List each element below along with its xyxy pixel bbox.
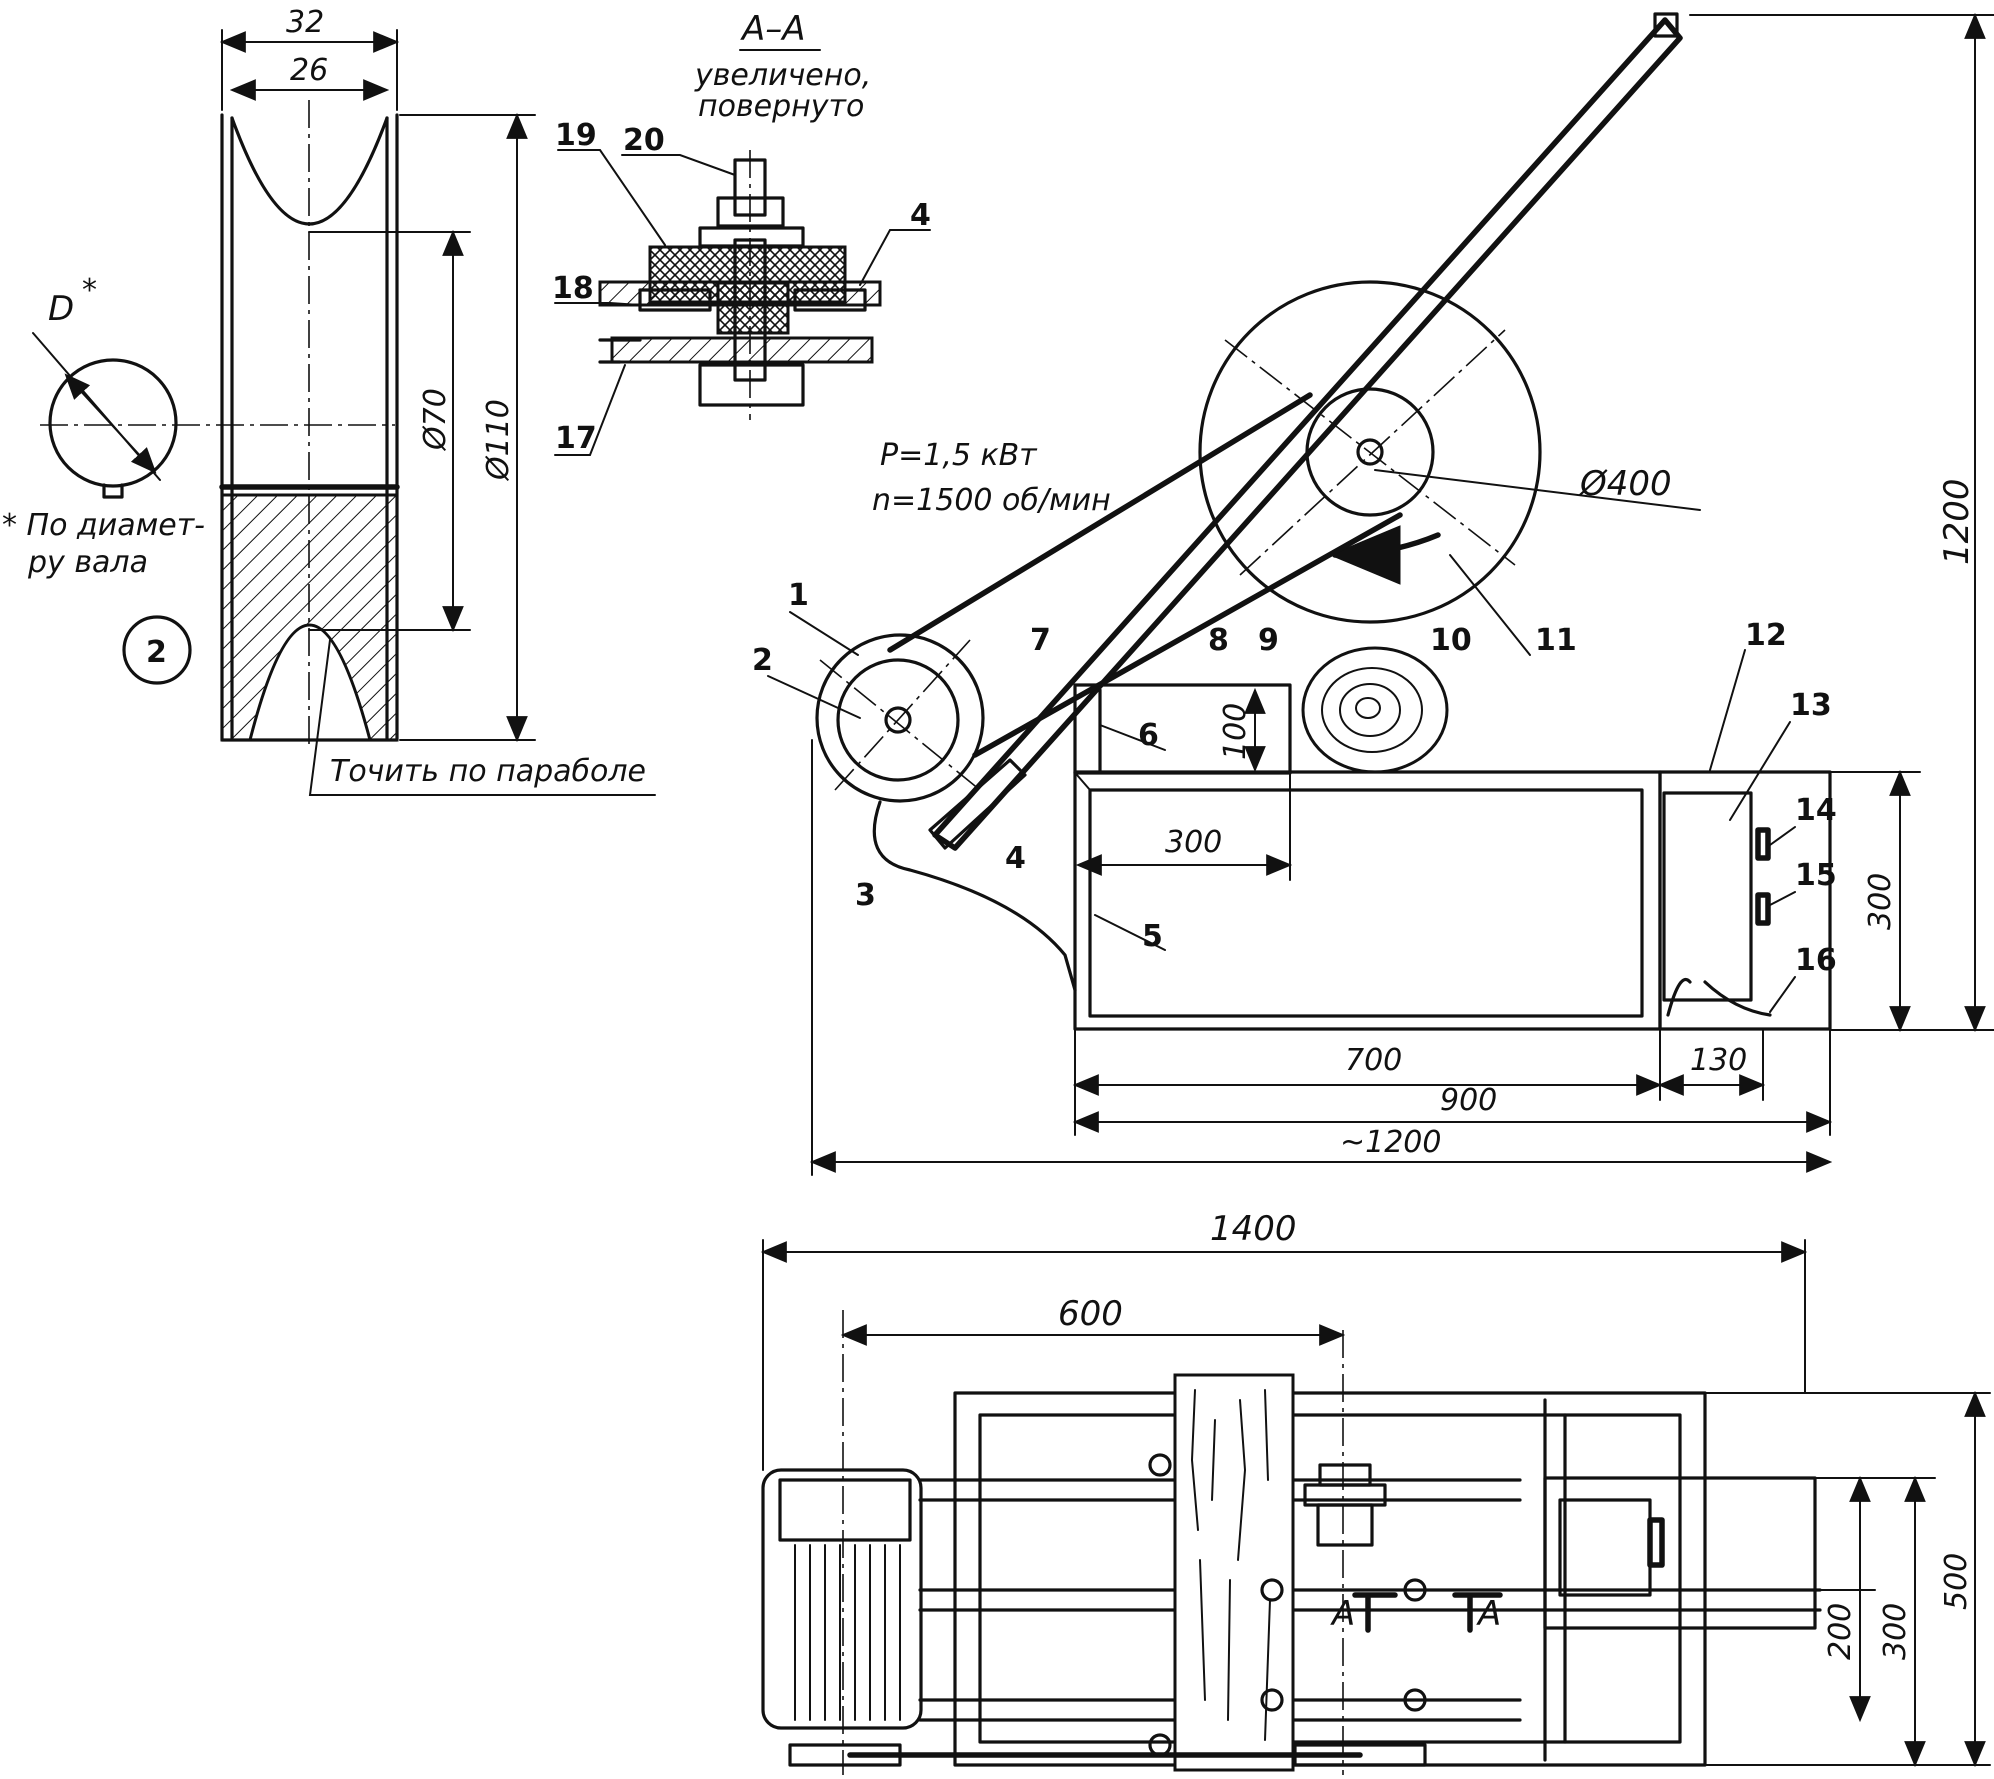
footnote-line2: ру вала <box>27 545 148 580</box>
label-8: 8 <box>1208 623 1229 658</box>
label-3: 3 <box>855 878 876 913</box>
top-view: А А 1400 600 500 300 200 <box>760 1209 1991 1775</box>
label-13: 13 <box>1790 688 1832 723</box>
log-support <box>1073 683 1292 775</box>
dim-groove-bottom: Ø70 <box>418 388 453 452</box>
dim-200: 200 <box>1823 1603 1858 1660</box>
section-aa-subtitle1: увеличено, <box>694 58 871 93</box>
view-number: 2 <box>146 635 167 670</box>
drive-belt <box>887 392 1403 758</box>
frame-main <box>1073 770 1662 1031</box>
dim-300-top: 300 <box>1165 825 1222 860</box>
note-machine-parabola: Точить по параболе <box>330 754 646 789</box>
dim-outer-width: 32 <box>286 5 324 40</box>
label-1: 1 <box>788 578 809 613</box>
log-end <box>1301 646 1449 774</box>
dim-wheel-diameter: Ø400 <box>1578 464 1672 504</box>
label-4-section: 4 <box>910 198 931 233</box>
dim-shaft-d: D <box>48 289 74 329</box>
top-log <box>1173 1373 1295 1772</box>
label-9: 9 <box>1258 623 1279 658</box>
label-10: 10 <box>1430 623 1472 658</box>
pulley-hatched-section <box>220 493 399 742</box>
label-6: 6 <box>1138 718 1159 753</box>
battery-box <box>1658 770 1832 1031</box>
view-number-badge <box>122 615 192 685</box>
motor-power: P=1,5 кВт <box>880 438 1038 473</box>
dim-900: 900 <box>1440 1083 1497 1118</box>
label-16: 16 <box>1795 943 1837 978</box>
label-14: 14 <box>1795 793 1837 828</box>
dim-shaft-asterisk: * <box>82 273 97 308</box>
section-aa-subtitle2: повернуто <box>698 89 864 124</box>
label-11: 11 <box>1535 623 1577 658</box>
pulley-detail: 32 26 Ø70 Ø110 Точить по параболе D * * … <box>2 5 656 796</box>
label-12: 12 <box>1745 618 1787 653</box>
dim-height-1200: 1200 <box>1937 478 1977 565</box>
section-aa: А–А увеличено, повернуто 19 20 4 18 17 <box>552 9 931 456</box>
label-2: 2 <box>752 643 773 678</box>
side-view: P=1,5 кВт n=1500 об/мин <box>752 12 1994 1176</box>
label-5: 5 <box>1142 919 1163 954</box>
dim-700: 700 <box>1345 1043 1402 1078</box>
dim-100: 100 <box>1218 703 1253 760</box>
dim-outer-diameter: Ø110 <box>481 399 516 482</box>
label-20: 20 <box>623 123 665 158</box>
top-frame <box>953 1391 1707 1767</box>
dim-groove-width: 26 <box>290 53 328 88</box>
motor-pulley-outer <box>815 633 985 803</box>
flywheel <box>1198 280 1542 624</box>
dim-600: 600 <box>1058 1294 1123 1334</box>
label-18: 18 <box>552 271 594 306</box>
dim-1200: ~1200 <box>1340 1125 1441 1160</box>
label-4: 4 <box>1005 841 1026 876</box>
dim-130: 130 <box>1690 1043 1747 1078</box>
shaft-circle <box>48 358 178 488</box>
label-19: 19 <box>555 118 597 153</box>
dim-300: 300 <box>1878 1603 1913 1660</box>
motor-speed: n=1500 об/мин <box>872 483 1111 518</box>
label-7: 7 <box>1030 623 1051 658</box>
dim-500: 500 <box>1939 1553 1974 1610</box>
label-15: 15 <box>1795 858 1837 893</box>
footnote-line1: * По диамет- <box>2 508 205 543</box>
section-mark-2: А <box>1476 1594 1501 1634</box>
top-motor <box>761 1468 923 1730</box>
dim-height-300: 300 <box>1863 873 1898 930</box>
motor-pulley-inner <box>836 658 960 782</box>
dim-1400: 1400 <box>1210 1209 1297 1249</box>
section-aa-title: А–А <box>740 9 806 49</box>
label-17: 17 <box>555 421 597 456</box>
